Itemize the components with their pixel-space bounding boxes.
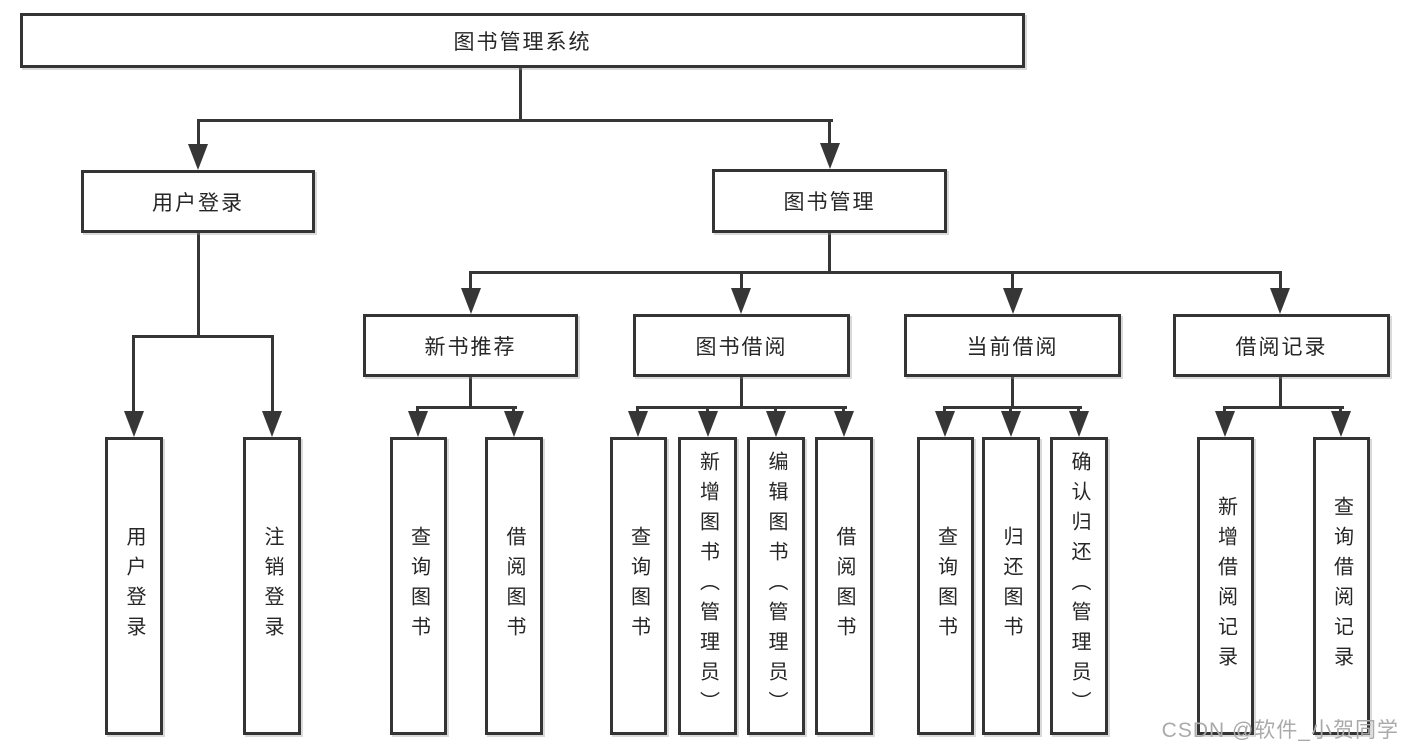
connector-line (271, 335, 274, 414)
connector-line (1009, 406, 1012, 414)
node-label: 查询图书 (627, 526, 650, 646)
connector-line (1223, 406, 1344, 409)
node-label: 归还图书 (1000, 526, 1022, 646)
connector-line (197, 119, 833, 122)
connector-line (774, 406, 777, 414)
node-label: 编辑图书（管理员） (765, 451, 787, 721)
arrowhead-down (935, 411, 955, 437)
node-label: 新书推荐 (424, 335, 517, 359)
arrowhead-down (188, 144, 208, 170)
leaf-recommend-query-books: 查询图书 (390, 437, 447, 735)
node-label: 新增借阅记录 (1214, 496, 1237, 676)
connector-line (469, 271, 472, 292)
arrowhead-down (408, 411, 428, 437)
connector-line (469, 271, 1282, 274)
arrowhead-down (1001, 411, 1021, 437)
connector-line (1011, 271, 1014, 292)
connector-line (740, 271, 743, 292)
arrowhead-down (766, 411, 786, 437)
leaf-query-borrow-record: 查询借阅记录 (1313, 437, 1370, 735)
watermark: CSDN @软件_小贺同学 (1161, 719, 1399, 742)
arrowhead-down (820, 143, 840, 169)
connector-line (943, 406, 1082, 409)
node-label: 借阅图书 (503, 526, 525, 646)
connector-line (132, 335, 135, 414)
connector-line (197, 119, 200, 150)
connector-line (636, 406, 639, 414)
node-label: 新增图书（管理员） (696, 451, 719, 721)
leaf-return-books: 归还图书 (982, 437, 1040, 735)
connector-line (1223, 406, 1226, 414)
leaf-recommend-borrow-books: 借阅图书 (485, 437, 543, 735)
leaf-user-login: 用户登录 (105, 437, 163, 735)
leaf-borrowing-query-books: 查询图书 (610, 437, 667, 735)
connector-line (469, 377, 472, 409)
node-label: 用户登录 (123, 526, 145, 646)
connector-line (828, 233, 831, 274)
node-user-login: 用户登录 (81, 170, 315, 233)
node-new-book-recommend: 新书推荐 (363, 314, 578, 377)
connector-line (706, 406, 709, 414)
connector-line (1279, 271, 1282, 292)
connector-line (1339, 406, 1342, 414)
node-label: 用户登录 (152, 191, 244, 215)
connector-line (828, 119, 831, 150)
leaf-borrowing-borrow-books: 借阅图书 (815, 437, 873, 735)
node-label: 注销登录 (261, 526, 283, 646)
node-label: 图书借阅 (695, 335, 788, 359)
connector-line (1077, 406, 1080, 414)
connector-line (842, 406, 845, 414)
node-label: 查询图书 (934, 526, 957, 646)
node-book-management: 图书管理 (712, 169, 947, 233)
leaf-add-books-admin: 新增图书（管理员） (678, 437, 737, 735)
arrowhead-down (1331, 411, 1351, 437)
node-label: 图书管理系统 (453, 30, 592, 54)
node-label: 借阅图书 (833, 526, 855, 646)
connector-line (197, 233, 200, 338)
connector-line (740, 377, 743, 409)
leaf-current-query-books: 查询图书 (917, 437, 974, 735)
arrowhead-down (731, 288, 751, 314)
connector-line (416, 406, 517, 409)
node-library-system: 图书管理系统 (20, 13, 1025, 68)
leaf-add-borrow-record: 新增借阅记录 (1197, 437, 1254, 735)
arrowhead-down (1003, 288, 1023, 314)
leaf-confirm-return-admin: 确认归还（管理员） (1050, 437, 1108, 735)
node-current-borrowing: 当前借阅 (904, 314, 1121, 377)
connector-line (512, 406, 515, 414)
arrowhead-down (461, 288, 481, 314)
node-label: 查询图书 (407, 526, 430, 646)
connector-line (1279, 377, 1282, 409)
leaf-logout: 注销登录 (243, 437, 301, 735)
connector-line (1011, 377, 1014, 409)
connector-line (943, 406, 946, 414)
arrowhead-down (262, 411, 282, 437)
arrowhead-down (1270, 288, 1290, 314)
connector-line (636, 406, 847, 409)
node-label: 查询借阅记录 (1330, 496, 1353, 676)
connector-line (132, 335, 274, 338)
node-book-borrowing: 图书借阅 (633, 314, 850, 377)
node-label: 借阅记录 (1235, 335, 1328, 359)
arrowhead-down (1215, 411, 1235, 437)
connector-line (416, 406, 419, 414)
leaf-edit-books-admin: 编辑图书（管理员） (747, 437, 805, 735)
arrowhead-down (834, 411, 854, 437)
connector-line (519, 68, 522, 122)
arrowhead-down (698, 411, 718, 437)
arrowhead-down (504, 411, 524, 437)
arrowhead-down (628, 411, 648, 437)
arrowhead-down (1069, 411, 1089, 437)
node-label: 确认归还（管理员） (1068, 451, 1090, 721)
node-label: 当前借阅 (966, 335, 1059, 359)
node-borrow-records: 借阅记录 (1173, 314, 1390, 377)
node-label: 图书管理 (783, 191, 876, 214)
arrowhead-down (124, 411, 144, 437)
